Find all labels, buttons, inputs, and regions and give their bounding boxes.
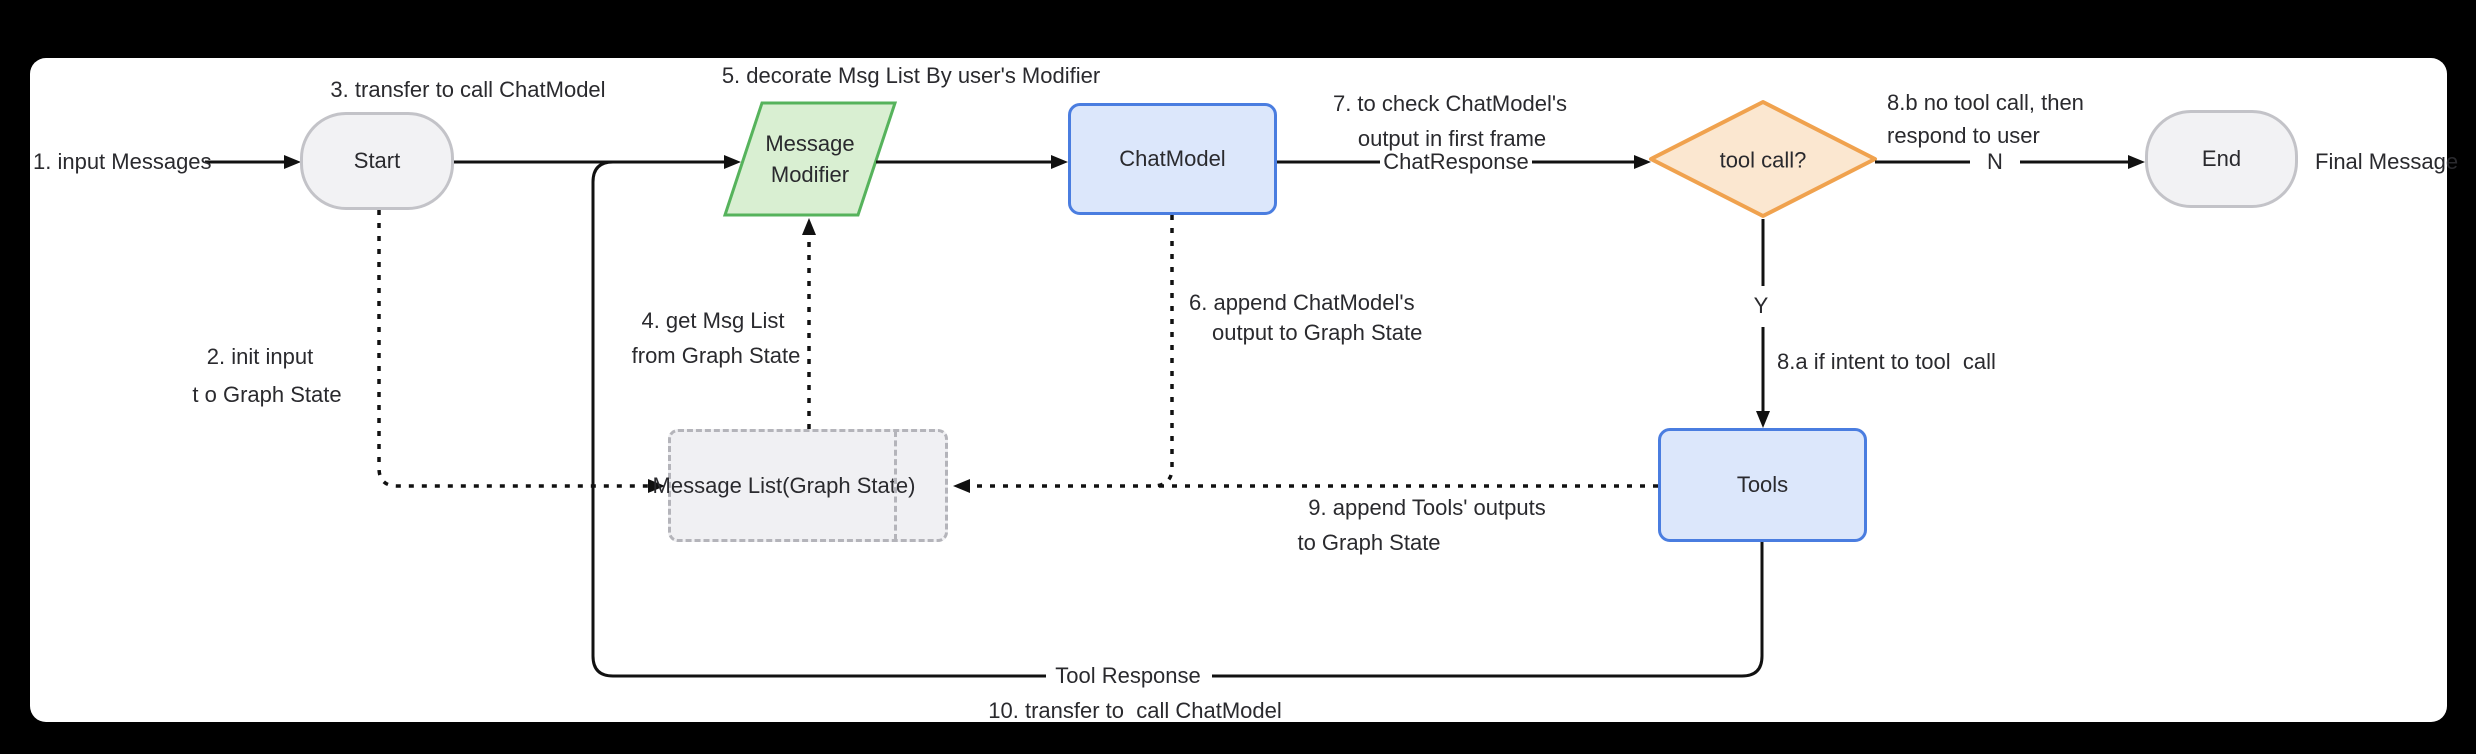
label-append-chatmodel-line2: output to Graph State	[1212, 320, 1423, 345]
label-no-tool-call-line1: 8.b no tool call, then	[1887, 90, 2084, 115]
node-tools-label: Tools	[1736, 472, 1789, 497]
label-append-tools-line2: to Graph State	[1297, 530, 1441, 555]
node-tool-call-diamond-shape	[1649, 100, 1877, 218]
label-append-chatmodel-line1: 6. append ChatModel's	[1189, 290, 1415, 315]
edge-chatmodel-to-messagelist-dashed	[1151, 215, 1174, 488]
label-get-msg-list-line2: from Graph State	[631, 343, 801, 368]
label-chat-response: ChatResponse	[1383, 149, 1529, 174]
arrowhead-into-decision	[1634, 155, 1651, 169]
node-chatmodel-label: ChatModel	[1119, 146, 1226, 171]
label-y-branch: Y	[1753, 293, 1769, 318]
node-start-label: Start	[353, 148, 401, 173]
arrowhead-into-modifier	[724, 155, 741, 169]
label-check-output-line1: 7. to check ChatModel's	[1332, 91, 1568, 116]
label-no-tool-call-line2: respond to user	[1887, 123, 2040, 148]
label-if-intent-tool-call: 8.a if intent to tool call	[1777, 349, 1996, 374]
node-end: End	[2145, 110, 2298, 208]
label-init-input-line1: 2. init input	[206, 344, 314, 369]
label-input-messages: 1. input Messages	[33, 149, 212, 174]
label-tool-response: Tool Response	[1055, 663, 1201, 688]
label-decorate-msg-list: 5. decorate Msg List By user's Modifier	[721, 63, 1101, 88]
node-message-list: Message List(Graph State)	[652, 429, 948, 542]
message-list-divider	[894, 431, 897, 540]
node-tool-call-label: tool call?	[1719, 147, 1807, 173]
label-append-tools-line1: 9. append Tools' outputs	[1308, 495, 1546, 520]
edge-tools-loop-left	[591, 160, 1046, 678]
arrowhead-into-chatmodel	[1051, 155, 1068, 169]
label-n-branch: N	[1987, 149, 2003, 174]
edge-start-to-messagelist-dashed	[377, 210, 650, 488]
arrowhead-into-messagelist-right	[953, 479, 970, 493]
label-transfer-to-chatmodel: 3. transfer to call ChatModel	[330, 77, 606, 102]
arrowhead-into-start	[284, 155, 301, 169]
node-end-label: End	[2201, 146, 2242, 171]
node-start: Start	[300, 112, 454, 210]
label-init-input-line2: t o Graph State	[192, 382, 342, 407]
edge-tools-loop-right	[1212, 542, 1764, 678]
arrowhead-into-tools	[1756, 411, 1770, 428]
label-transfer-to-call-chatmodel: 10. transfer to call ChatModel	[988, 698, 1282, 723]
label-final-message: Final Message	[2315, 149, 2459, 174]
node-message-modifier-shape	[722, 101, 898, 217]
arrowhead-into-end	[2128, 155, 2145, 169]
label-check-output-line2: output in first frame	[1357, 126, 1547, 151]
node-chatmodel: ChatModel	[1068, 103, 1277, 215]
node-tools: Tools	[1658, 428, 1867, 542]
arrowhead-into-modifier-bottom	[802, 218, 816, 235]
node-message-list-label: Message List(Graph State)	[652, 472, 916, 498]
arrowhead-into-messagelist-left	[648, 479, 665, 493]
label-get-msg-list-line1: 4. get Msg List	[641, 308, 785, 333]
